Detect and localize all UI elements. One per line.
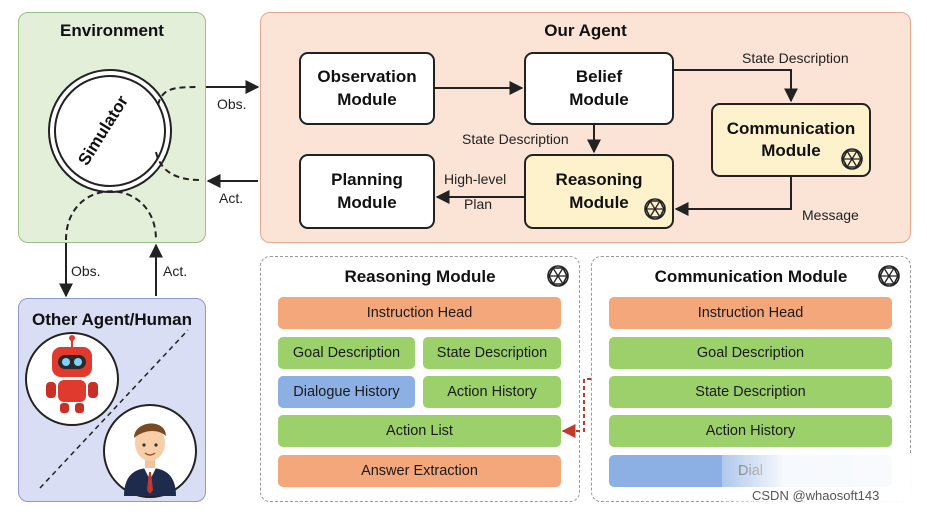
- robot-circle: [25, 332, 119, 426]
- reasoning-answer-extraction: Answer Extraction: [278, 455, 561, 487]
- communication-module-label: Communication Module: [726, 118, 856, 160]
- high-level-label: High-level: [444, 171, 507, 187]
- watermark-text: CSDN @whaosoft143: [752, 488, 880, 503]
- state-description-label-1: State Description: [742, 50, 849, 66]
- reasoning-module-box: Reasoning Module: [524, 154, 674, 229]
- bottom-dashed-arch: [65, 190, 157, 241]
- act-dashed-curve: [155, 151, 201, 181]
- reasoning-state-description: State Description: [423, 337, 561, 369]
- belief-to-communication-arrow: [674, 69, 798, 103]
- communication-panel-title: Communication Module: [654, 267, 848, 286]
- openai-logo-icon: [547, 265, 569, 287]
- message-to-action-list-connector: [561, 378, 591, 438]
- communication-to-reasoning-arrow: [674, 177, 792, 216]
- reasoning-module-label: Reasoning Module: [555, 170, 643, 212]
- observation-module-box: Observation Module: [299, 52, 435, 125]
- watermark-blur: [722, 455, 927, 512]
- agent-title: Our Agent: [544, 21, 627, 40]
- reasoning-action-list: Action List: [278, 415, 561, 447]
- communication-action-history: Action History: [609, 415, 892, 447]
- message-label: Message: [802, 207, 859, 223]
- reasoning-dialogue-history: Dialogue History: [278, 376, 415, 408]
- state-description-label-2: State Description: [462, 131, 569, 147]
- obs-dashed-curve: [157, 86, 199, 106]
- communication-state-description: State Description: [609, 376, 892, 408]
- openai-logo-icon: [878, 265, 900, 287]
- planning-module-box: Planning Module: [299, 154, 435, 229]
- act-label-top: Act.: [219, 190, 244, 206]
- environment-title: Environment: [60, 21, 164, 40]
- obs-label-bottom: Obs.: [71, 263, 101, 279]
- reasoning-action-history: Action History: [423, 376, 561, 408]
- reasoning-goal-description: Goal Description: [278, 337, 415, 369]
- other-agent-title: Other Agent/Human: [32, 310, 192, 329]
- communication-goal-description: Goal Description: [609, 337, 892, 369]
- other-agent-diagonal: [39, 329, 189, 489]
- obs-label-top: Obs.: [217, 96, 247, 112]
- robot-icon: [46, 335, 98, 413]
- belief-module-box: Belief Module: [524, 52, 674, 125]
- act-label-bottom: Act.: [163, 263, 188, 279]
- openai-logo-icon: [644, 198, 666, 220]
- plan-label: Plan: [464, 196, 493, 212]
- reasoning-instruction-head: Instruction Head: [278, 297, 561, 329]
- openai-logo-icon: [841, 148, 863, 170]
- person-icon: [124, 423, 176, 496]
- reasoning-panel-title: Reasoning Module: [344, 267, 496, 286]
- communication-instruction-head: Instruction Head: [609, 297, 892, 329]
